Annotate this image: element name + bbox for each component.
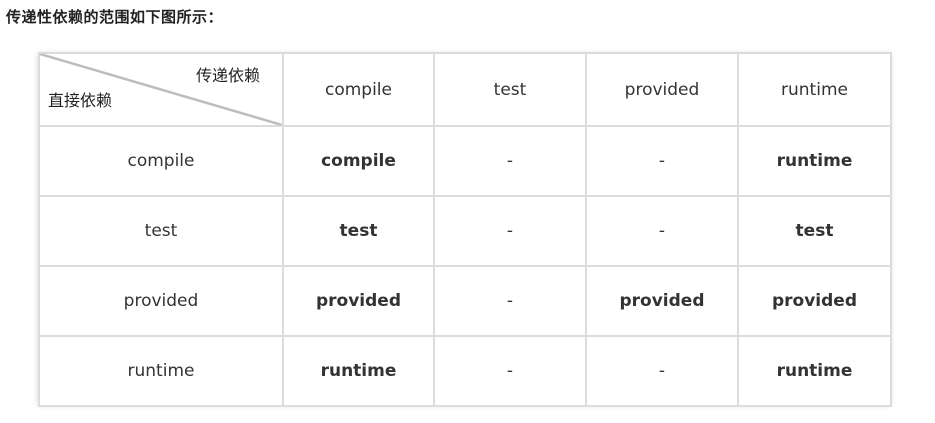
table-cell: test: [282, 195, 435, 267]
column-header: compile: [282, 52, 435, 127]
table-row: test test - - test: [38, 195, 892, 267]
table-cell: provided: [282, 265, 435, 337]
corner-row-header: 直接依赖: [48, 91, 113, 110]
table-cell: runtime: [737, 125, 892, 197]
table-cell: provided: [585, 265, 739, 337]
row-header: runtime: [38, 335, 284, 407]
table-cell: -: [585, 335, 739, 407]
corner-cell: 传递依赖 直接依赖: [38, 52, 284, 127]
table-row: provided provided - provided provided: [38, 265, 892, 337]
table-cell: -: [433, 335, 587, 407]
table-cell: provided: [737, 265, 892, 337]
table-row: compile compile - - runtime: [38, 125, 892, 197]
table-cell: runtime: [737, 335, 892, 407]
table-cell: runtime: [282, 335, 435, 407]
table-cell: compile: [282, 125, 435, 197]
table-row: runtime runtime - - runtime: [38, 335, 892, 407]
row-header: compile: [38, 125, 284, 197]
table-cell: -: [433, 125, 587, 197]
column-header: runtime: [737, 52, 892, 127]
column-header: provided: [585, 52, 739, 127]
section-heading: 传递性依赖的范围如下图所示：: [6, 8, 224, 26]
table-cell: -: [585, 125, 739, 197]
dependency-scope-table-container: 传递依赖 直接依赖 compile test provided runtime …: [38, 52, 892, 407]
diagonal-divider: [40, 54, 282, 125]
header-row: 传递依赖 直接依赖 compile test provided runtime: [38, 52, 892, 127]
dependency-scope-table: 传递依赖 直接依赖 compile test provided runtime …: [38, 52, 892, 407]
corner-column-header: 传递依赖: [195, 66, 260, 85]
table-cell: -: [433, 195, 587, 267]
table-cell: -: [585, 195, 739, 267]
row-header: test: [38, 195, 284, 267]
table-cell: test: [737, 195, 892, 267]
column-header: test: [433, 52, 587, 127]
table-cell: -: [433, 265, 587, 337]
row-header: provided: [38, 265, 284, 337]
